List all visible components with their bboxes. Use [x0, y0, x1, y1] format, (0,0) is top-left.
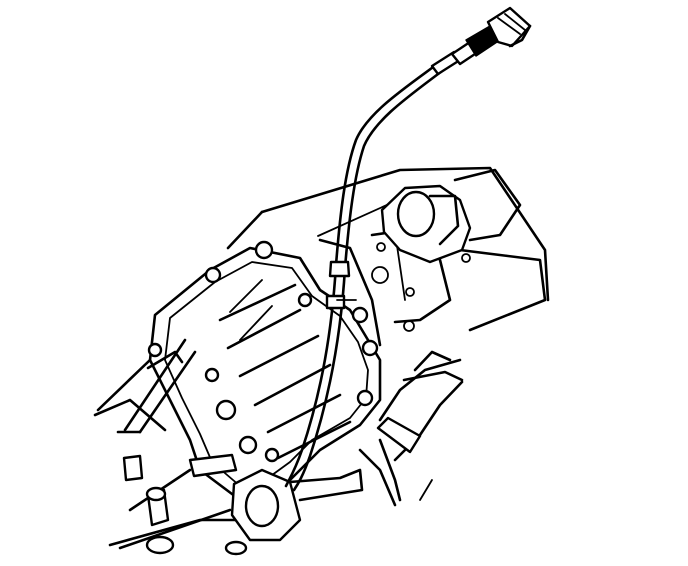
mounting-bolts — [147, 240, 379, 463]
exhaust-pipe — [358, 350, 464, 507]
mount-bracket — [371, 184, 472, 332]
speed-sensor-cable — [284, 60, 448, 492]
cable-connector — [430, 6, 532, 76]
rear-housing — [226, 166, 550, 347]
crossmember-mount — [230, 468, 364, 542]
